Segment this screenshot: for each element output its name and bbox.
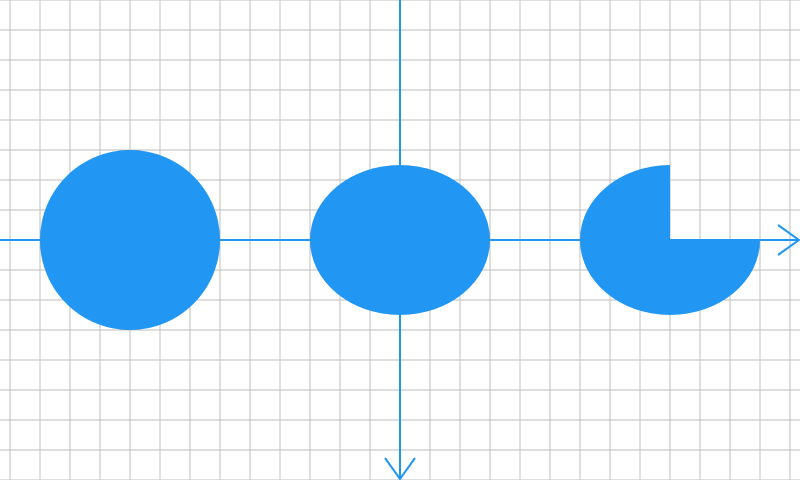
ellipse-sector-shape [580,165,760,315]
x-axis-arrowhead [777,224,800,256]
shapes-group [40,150,760,330]
y-axis-arrowhead [384,457,416,480]
circle-shape [40,150,220,330]
ellipse-shape [310,165,490,315]
